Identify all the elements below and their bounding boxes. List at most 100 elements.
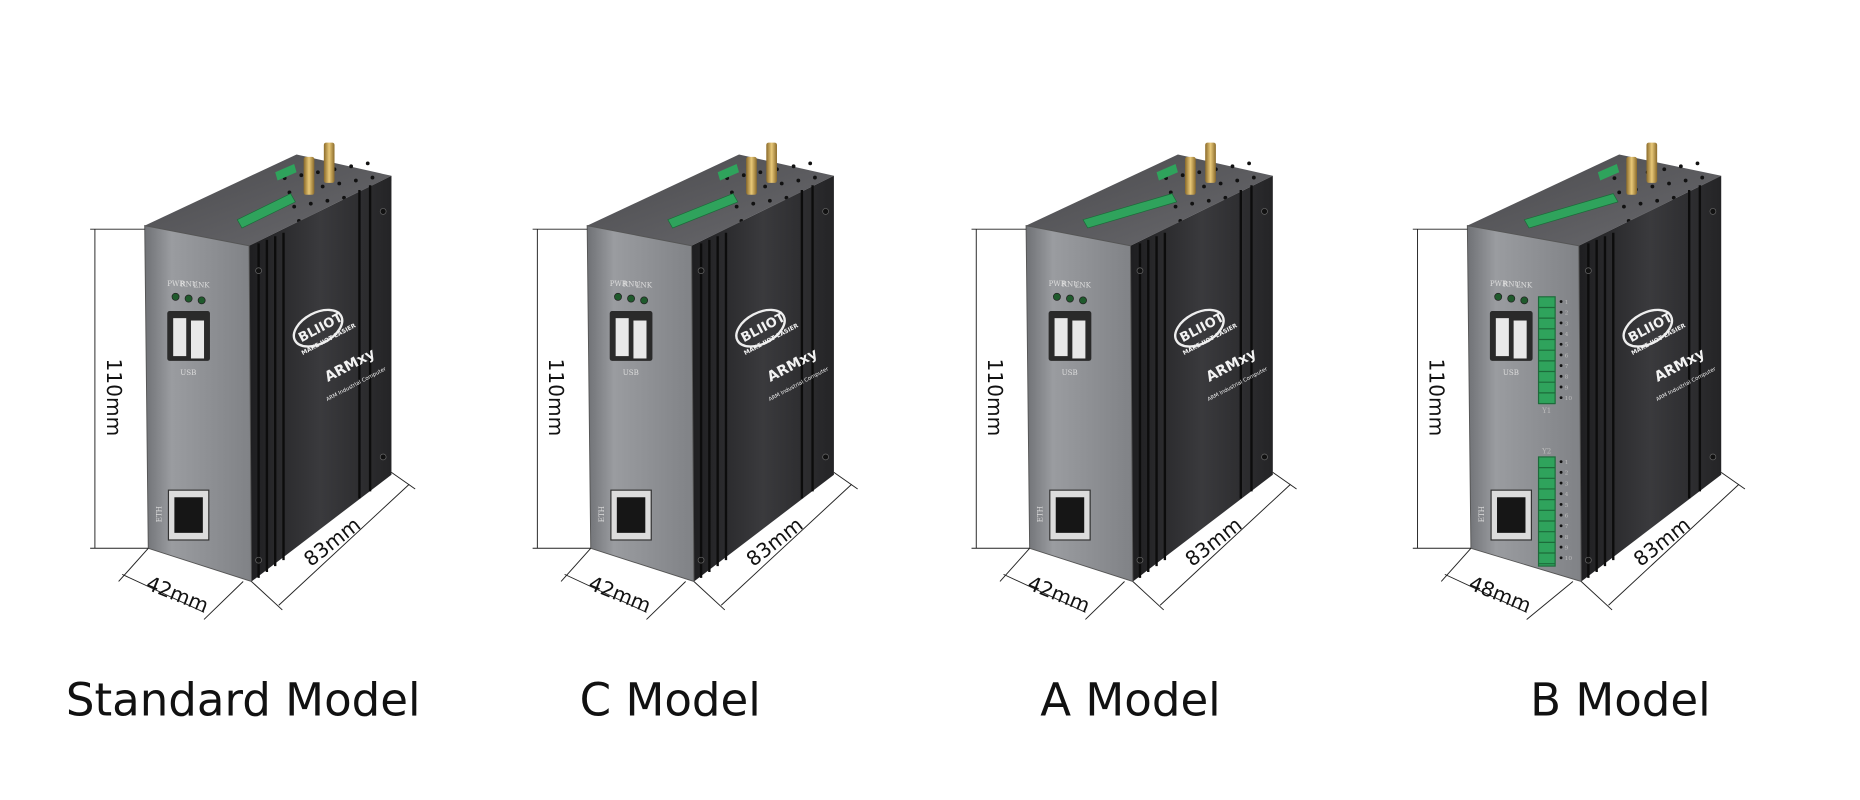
vent-hole — [292, 204, 297, 209]
terminal-pin-marker — [1559, 364, 1563, 368]
status-led — [614, 292, 622, 301]
terminal-pin-marker — [1559, 342, 1563, 346]
ethernet-port-socket — [616, 497, 646, 533]
terminal-pin-number: 2 — [1565, 310, 1569, 317]
led-label: PWR — [1049, 279, 1067, 288]
vent-hole — [308, 201, 313, 206]
vent-hole — [808, 161, 813, 166]
screw — [379, 208, 387, 215]
power-terminal — [275, 163, 297, 181]
status-led — [1053, 292, 1061, 301]
usb-port-slot — [633, 320, 647, 359]
led-label: RNU — [1062, 280, 1080, 289]
height-dimension-label: 110mm — [983, 358, 1007, 436]
screw — [255, 267, 262, 275]
top-terminal-block — [1523, 193, 1619, 229]
status-led — [1494, 292, 1503, 301]
terminal-pin-marker — [1559, 502, 1563, 506]
width-dimension-label: 42mm — [585, 571, 654, 618]
usb-label: USB — [623, 368, 639, 377]
led-label: PWR — [167, 279, 185, 288]
antenna-connector — [746, 156, 757, 195]
screw — [1709, 208, 1717, 215]
led-label: RNU — [180, 280, 198, 289]
usb-port-slot — [173, 318, 187, 357]
led-label: LNK — [1075, 280, 1092, 289]
terminal-pin-marker — [1559, 385, 1563, 389]
device-b: PWRRNULNKUSBETH1122334455667788991010Y1Y… — [1412, 142, 1746, 727]
vent-hole — [791, 164, 796, 169]
terminal-pin-number: 2 — [1565, 470, 1569, 477]
status-led — [627, 294, 635, 303]
status-led — [1507, 294, 1516, 303]
ethernet-port-socket — [1055, 497, 1085, 533]
screw — [1136, 556, 1144, 564]
led-label: LNK — [636, 280, 653, 289]
ethernet-label: ETH — [154, 506, 163, 522]
dimension-tick — [1272, 471, 1297, 490]
vent-hole — [1206, 198, 1211, 203]
model-label: Standard Model — [66, 674, 421, 727]
vent-hole — [1655, 198, 1660, 203]
antenna-connector — [323, 142, 335, 183]
dimension-tick — [693, 581, 726, 611]
usb-port-slot — [615, 318, 629, 357]
vent-hole — [349, 164, 354, 169]
terminal-pin-number: 4 — [1565, 331, 1569, 338]
antenna-connector — [1626, 156, 1637, 195]
terminal-pin-number: 1 — [1565, 459, 1569, 466]
terminal-pin-number: 3 — [1565, 480, 1569, 487]
terminal-pin-number: 6 — [1565, 512, 1569, 519]
terminal-pin-marker — [1559, 321, 1563, 325]
width-dimension-label: 48mm — [1465, 571, 1534, 618]
dimension-tick — [1526, 581, 1574, 620]
vent-hole — [1230, 164, 1235, 169]
vent-hole — [734, 204, 739, 209]
terminal-block-label: Y2 — [1541, 446, 1551, 455]
vent-hole — [796, 178, 801, 183]
vent-hole — [353, 178, 358, 183]
dimension-tick — [833, 471, 858, 490]
top-terminal-block — [667, 193, 739, 229]
vent-hole — [1173, 204, 1178, 209]
width-dimension-line — [1444, 573, 1527, 613]
terminal-pin-marker — [1559, 300, 1563, 303]
vent-hole — [1678, 164, 1683, 169]
screw — [1709, 453, 1717, 461]
vent-hole — [1202, 184, 1206, 189]
vent-hole — [1638, 201, 1643, 206]
vent-hole — [1190, 201, 1195, 206]
terminal-pin-marker — [1559, 545, 1563, 549]
terminal-pin-marker — [1559, 374, 1563, 378]
screw — [255, 556, 262, 564]
terminal-pin-number: 8 — [1565, 374, 1569, 381]
terminal-pin-marker — [1559, 332, 1563, 335]
vent-hole — [299, 173, 304, 178]
height-dimension-label: 110mm — [544, 358, 568, 436]
status-led — [184, 294, 193, 303]
vent-hole — [1247, 161, 1251, 166]
vent-hole — [1251, 175, 1256, 180]
usb-label: USB — [1062, 368, 1078, 377]
screw — [1136, 267, 1144, 275]
usb-port-slot — [1495, 318, 1509, 357]
vent-hole — [779, 181, 784, 186]
vent-hole — [767, 198, 772, 203]
antenna-connector — [1185, 156, 1196, 195]
led-label: LNK — [193, 280, 210, 289]
power-terminal — [717, 163, 740, 181]
vent-hole — [1700, 175, 1705, 180]
usb-port-slot — [190, 320, 205, 359]
led-label: PWR — [610, 279, 628, 288]
ethernet-port-socket — [174, 497, 203, 533]
terminal-pin-number: 1 — [1565, 299, 1569, 306]
terminal-pin-marker — [1559, 513, 1563, 517]
terminal-pin-marker — [1559, 556, 1563, 560]
screw — [1585, 267, 1592, 275]
depth-dimension-line — [1608, 483, 1740, 606]
vent-hole — [763, 184, 768, 189]
led-label: RNU — [623, 280, 641, 289]
width-dimension-label: 42mm — [143, 571, 212, 618]
